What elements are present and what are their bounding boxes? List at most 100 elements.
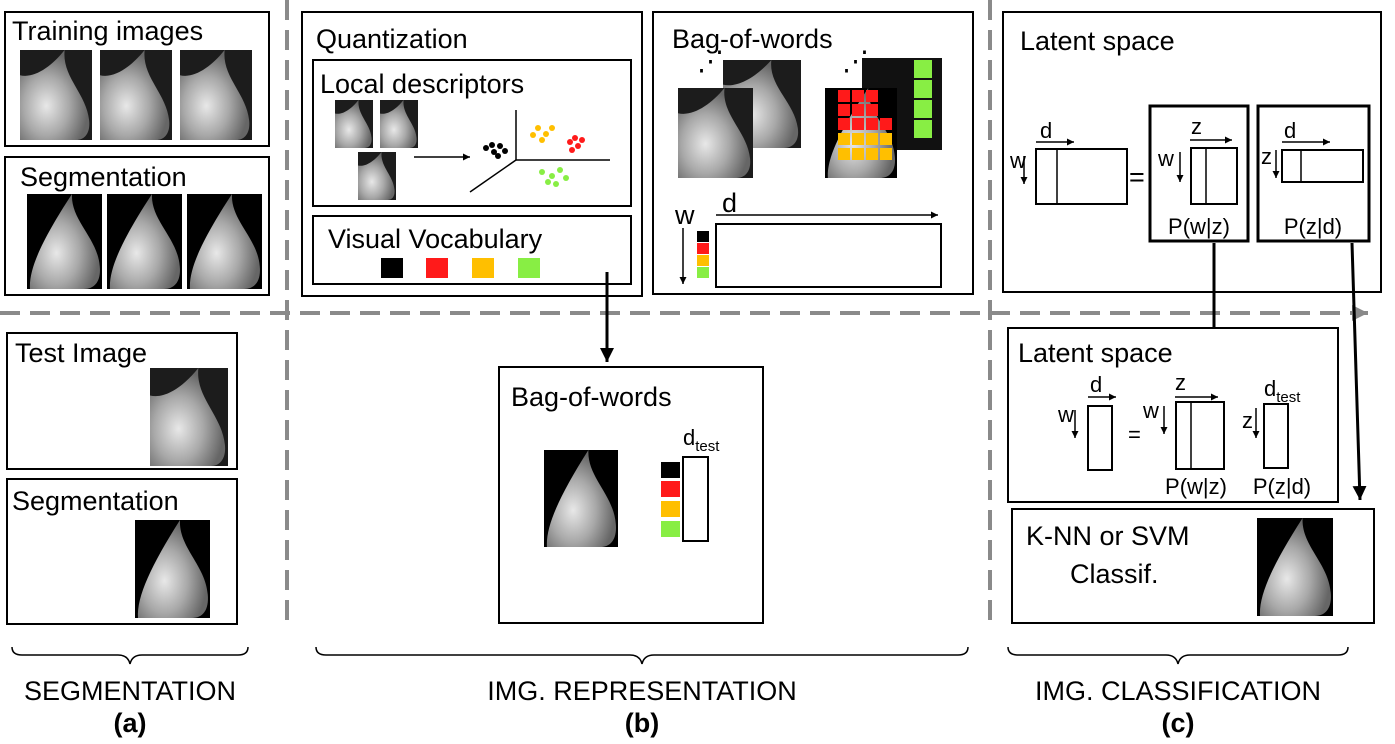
latent-d-label: d <box>1040 118 1052 143</box>
vocabulary-word-black <box>381 258 403 278</box>
latent-space-test-title: Latent space <box>1018 338 1173 368</box>
bow-matrix <box>715 223 942 288</box>
classification-letter: (c) <box>1162 708 1195 738</box>
p-z-d-label: P(z|d) <box>1284 214 1342 239</box>
stacked-image-front <box>678 88 753 178</box>
descriptor-patch-2 <box>380 100 418 148</box>
bag-of-words-train-box: Bag-of-words ⋰ ⋰ w d <box>652 11 974 295</box>
representation-brace <box>315 646 969 665</box>
segmented-image-3 <box>187 194 262 289</box>
classification-section-label: IMG. CLASSIFICATION <box>1035 676 1321 706</box>
classification-brace <box>1007 646 1349 665</box>
bow-word-green <box>697 267 709 278</box>
segmentation-test-title: Segmentation <box>12 486 179 516</box>
vocabulary-word-green <box>518 258 540 278</box>
segmented-image-1 <box>27 194 102 289</box>
vocabulary-word-red <box>426 258 448 278</box>
test-p-z-d-vector <box>1263 403 1289 469</box>
bow-word-red <box>697 243 709 254</box>
latent-input-matrix <box>1035 148 1128 205</box>
training-image-3 <box>180 50 252 140</box>
representation-letter: (b) <box>625 708 659 738</box>
segmentation-letter: (a) <box>114 708 147 738</box>
segmented-image-2 <box>107 194 182 289</box>
feature-space-axes <box>469 110 610 193</box>
training-images-title: Training images <box>12 16 203 46</box>
visual-vocabulary-title: Visual Vocabulary <box>328 224 543 254</box>
test-input-vector <box>1087 405 1113 471</box>
green-descriptor-cluster <box>539 167 569 187</box>
test-image <box>150 368 228 466</box>
test-word-yellow <box>661 501 680 517</box>
latent-z2-label: z <box>1261 144 1272 169</box>
classifier-line-1: K-NN or SVM <box>1026 521 1190 551</box>
yellow-descriptor-cluster <box>530 125 555 143</box>
p-w-z-matrix <box>1190 147 1238 205</box>
black-descriptor-cluster <box>483 142 508 159</box>
bow-d-label: d <box>722 188 737 218</box>
bow-test-vector <box>682 456 709 542</box>
test-image-title: Test Image <box>15 338 147 368</box>
vocabulary-word-yellow <box>472 258 494 278</box>
latent-z-label: z <box>1191 114 1202 139</box>
test-p-z-d-label: P(z|d) <box>1253 474 1311 499</box>
latent-w2-label: w <box>1157 146 1174 171</box>
test-p-w-z-label: P(w|z) <box>1165 474 1227 499</box>
bow-word-yellow <box>697 255 709 266</box>
quantization-title: Quantization <box>316 24 468 54</box>
test-w-label: w <box>1057 402 1074 427</box>
latent-space-train-title: Latent space <box>1020 26 1175 56</box>
test-equals: = <box>1128 422 1141 447</box>
local-descriptors-title: Local descriptors <box>320 69 524 99</box>
test-w2-label: w <box>1142 398 1159 423</box>
segmentation-brace <box>11 646 249 665</box>
histogram-yellow-bins <box>838 133 892 160</box>
test-p-w-z-matrix <box>1175 401 1225 470</box>
training-image-1 <box>20 50 92 140</box>
test-word-black <box>661 462 680 478</box>
bag-of-words-test-box: Bag-of-words dtest <box>498 366 764 624</box>
p-z-d-to-classifier-arrow <box>1350 242 1367 501</box>
bow-word-black <box>697 231 709 242</box>
bow-test-image <box>544 450 618 547</box>
classified-image <box>1257 518 1333 616</box>
latent-space-train-box: Latent space d w = z w P(w|z) d z P(z|d) <box>1002 11 1382 293</box>
histogram-green-bins <box>914 60 932 138</box>
segmented-test-image <box>135 520 210 618</box>
test-z2-label: z <box>1242 408 1253 433</box>
representation-section-label: IMG. REPRESENTATION <box>487 676 797 706</box>
p-w-z-label: P(w|z) <box>1168 214 1230 239</box>
image-stack-ellipsis: ⋰ <box>697 46 724 76</box>
training-image-2 <box>100 50 172 140</box>
latent-d2-label: d <box>1284 118 1296 143</box>
test-word-red <box>661 481 680 497</box>
quantization-box: Quantization Local descriptors Vi <box>301 11 643 297</box>
descriptor-patch-3 <box>358 152 396 200</box>
test-d-test-label: dtest <box>1264 376 1301 406</box>
descriptor-patch-1 <box>335 100 373 148</box>
training-images-box: Training images <box>4 11 270 147</box>
classifier-box: K-NN or SVM Classif. <box>1011 508 1375 624</box>
segmentation-test-box: Segmentation <box>6 478 238 625</box>
test-word-green <box>661 521 680 537</box>
segmentation-train-title: Segmentation <box>20 162 187 192</box>
latent-equals: = <box>1129 162 1145 192</box>
p-z-d-matrix <box>1281 149 1364 183</box>
p-z-d-box <box>1256 104 1371 243</box>
bow-d-test-label: dtest <box>683 425 720 455</box>
red-descriptor-cluster <box>567 135 585 153</box>
segmentation-section-label: SEGMENTATION <box>24 676 236 706</box>
test-d-label: d <box>1090 372 1102 397</box>
latent-space-test-box: Latent space d w = z w P(w|z) dtest z P(… <box>1007 327 1339 503</box>
segmentation-train-box: Segmentation <box>4 156 270 296</box>
histogram-red-bins <box>838 90 892 130</box>
p-w-z-box <box>1148 104 1250 243</box>
bow-w-label: w <box>674 200 695 230</box>
test-z-label: z <box>1175 370 1186 395</box>
bag-of-words-test-title: Bag-of-words <box>511 382 672 412</box>
test-image-box: Test Image <box>6 332 238 470</box>
latent-w-label: w <box>1009 148 1026 173</box>
classifier-line-2: Classif. <box>1070 559 1159 589</box>
bag-of-words-train-title: Bag-of-words <box>672 24 833 54</box>
